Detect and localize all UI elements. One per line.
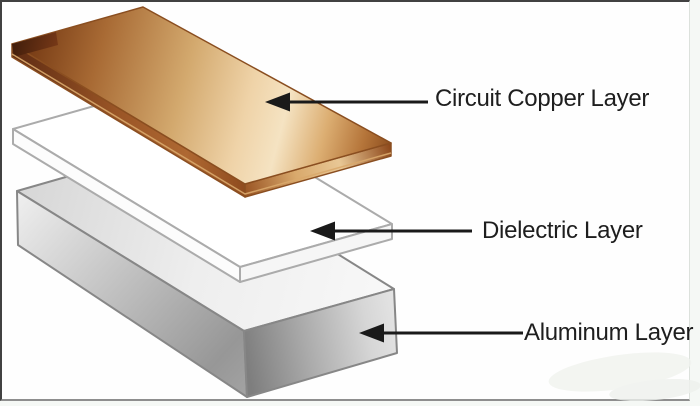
copper-arrow	[265, 92, 428, 112]
dielectric-arrow	[310, 221, 472, 241]
circuit-copper-layer	[11, 6, 392, 198]
dielectric-layer	[12, 85, 393, 283]
aluminum-arrow	[359, 323, 523, 343]
label-aluminum-layer: Aluminum Layer	[524, 319, 694, 346]
copper-left-end-face	[12, 32, 58, 57]
callout-arrows	[265, 92, 523, 343]
copper-edge-highlight	[11, 53, 392, 195]
label-dielectric-layer: Dielectric Layer	[482, 217, 643, 244]
copper-top-face	[11, 6, 392, 185]
aluminum-front-right-face	[243, 288, 398, 398]
watermark-smudge	[548, 352, 700, 402]
dielectric-front-right-face	[239, 223, 393, 283]
label-circuit-copper-layer: Circuit Copper Layer	[435, 85, 650, 112]
